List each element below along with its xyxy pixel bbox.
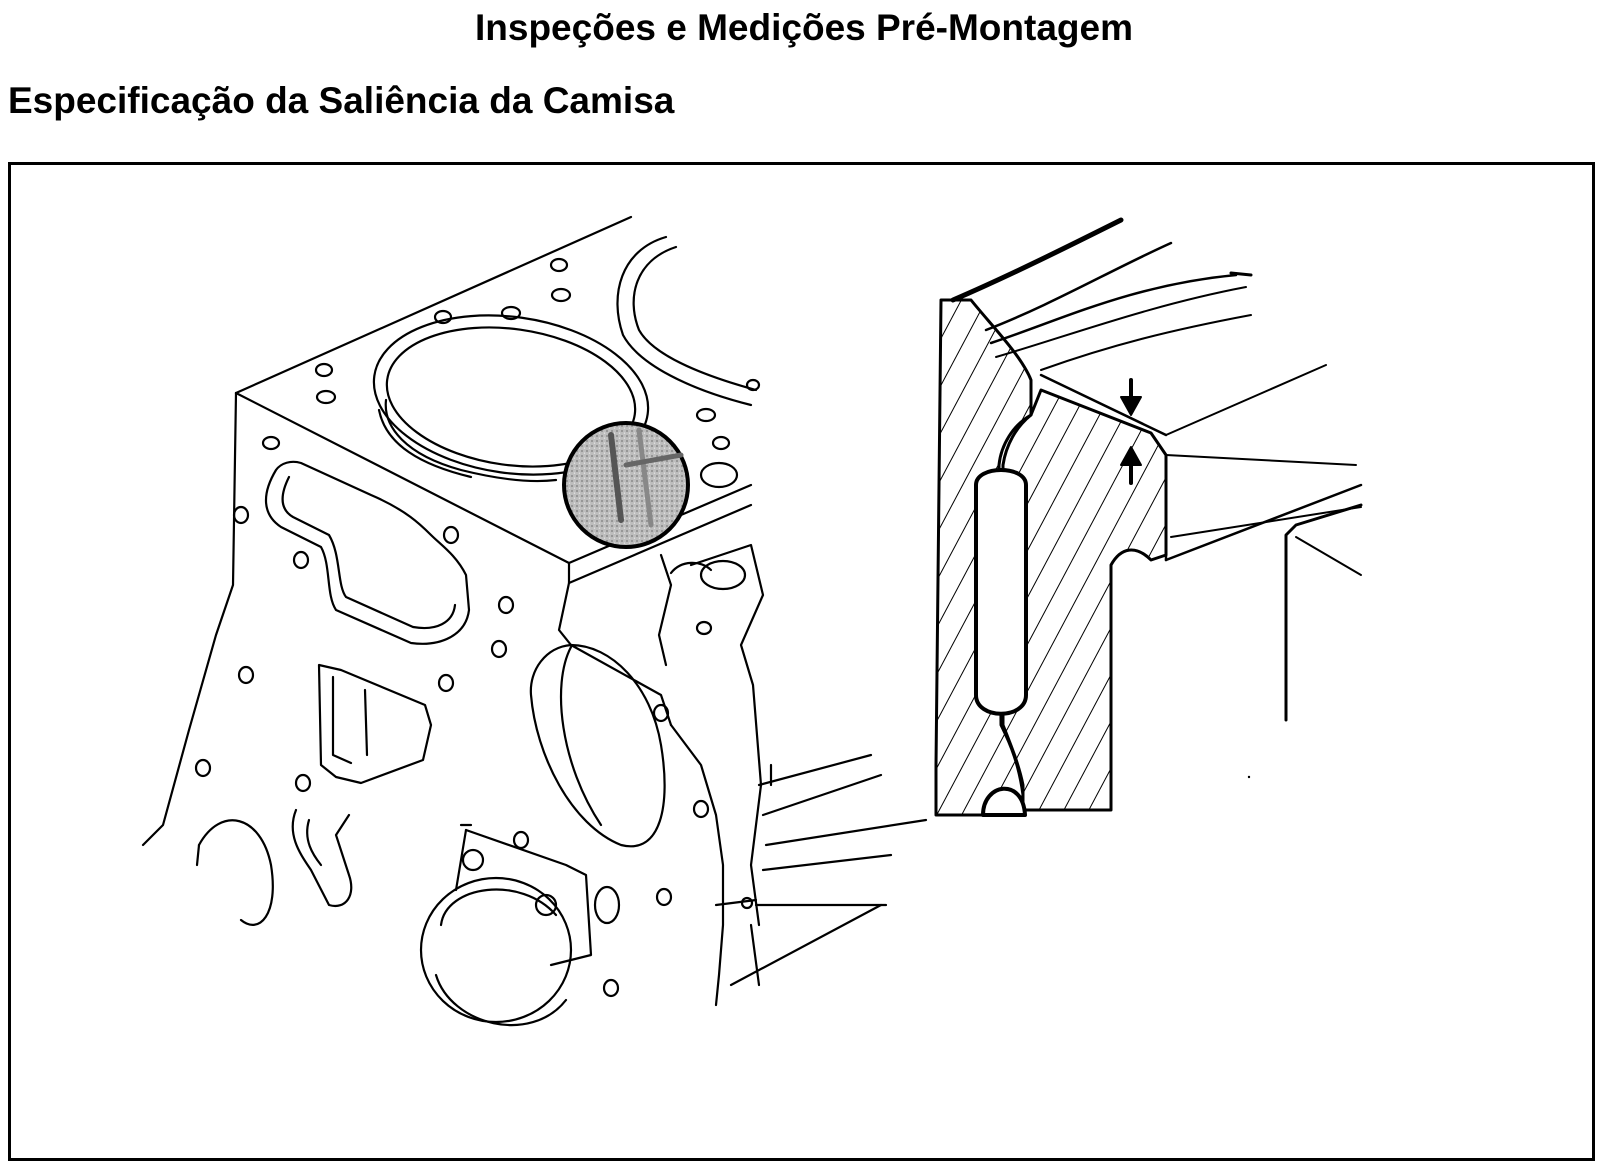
figure-illustration (141, 215, 1363, 1027)
figure-frame (8, 162, 1595, 1161)
section-title: Especificação da Saliência da Camisa (8, 80, 675, 121)
page-title: Inspeções e Medições Pré-Montagem (475, 7, 1133, 48)
engine-block-icon (141, 215, 928, 1027)
liner-protrusion-section-icon (934, 217, 1363, 817)
